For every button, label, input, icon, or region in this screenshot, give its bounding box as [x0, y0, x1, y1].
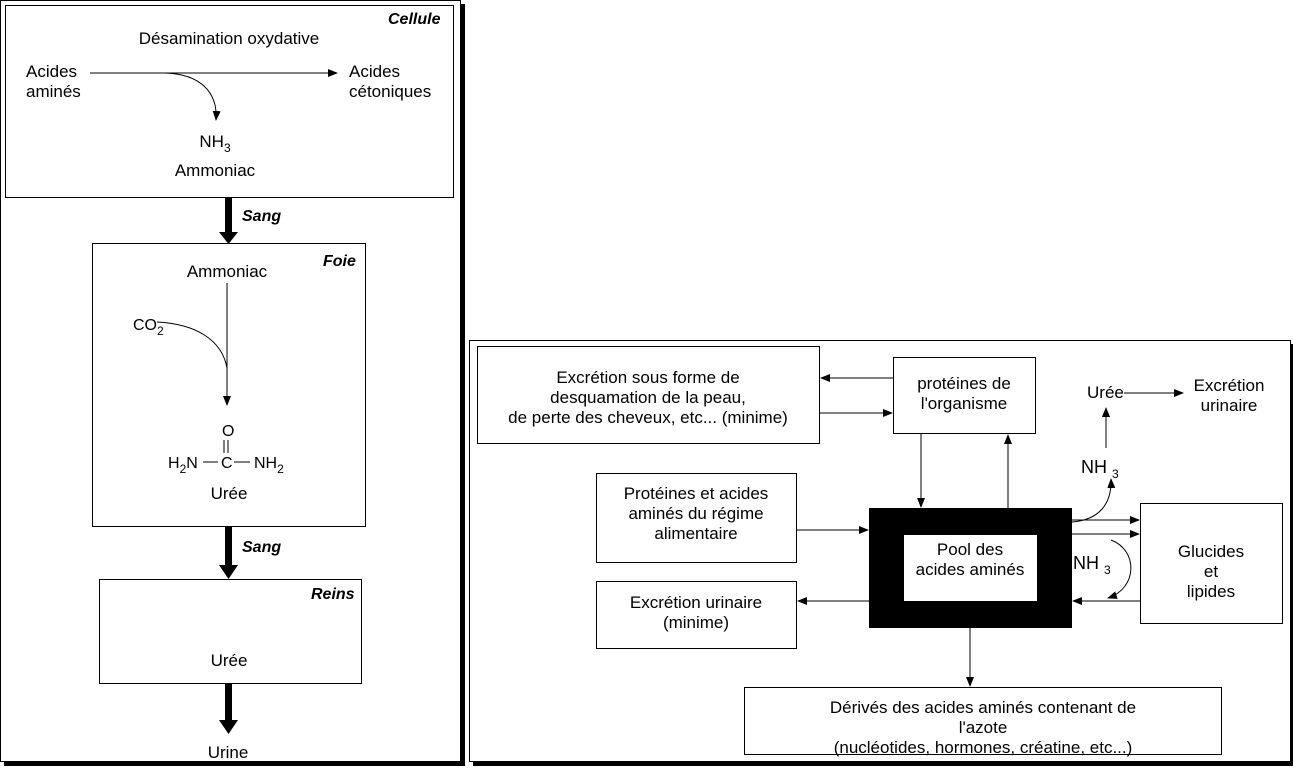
- derives-box: [744, 687, 1222, 755]
- glucides-text: Glucides et lipides: [1177, 542, 1245, 601]
- arrow-nh3-release: [164, 72, 221, 121]
- diet-box: [596, 473, 797, 563]
- pool-inner: [904, 535, 1037, 601]
- derives-text: Dérivés des acides aminés contenant de l…: [829, 698, 1137, 757]
- foie-box: [92, 243, 366, 527]
- foie-uree-label: Urée: [210, 484, 248, 503]
- arrow-nh3-loop: [1107, 539, 1132, 599]
- excretion-urinaire-label: Excrétion urinaire: [1193, 376, 1265, 415]
- uree-label: Urée: [1087, 383, 1124, 402]
- keto-acids-label: Acides cétoniques: [349, 62, 432, 101]
- co2-label: CO2: [133, 317, 164, 338]
- urine-label: Urine: [207, 743, 249, 762]
- glucides-box: [1140, 503, 1283, 624]
- urea-nh2: NH2: [254, 455, 284, 476]
- urinary-min-text: Excrétion urinaire (minime): [629, 593, 763, 632]
- excretion-skin-text: Excrétion sous forme de desquamation de …: [508, 368, 788, 427]
- nh3-lower-label: NH 3: [1073, 553, 1111, 577]
- excretion-skin-box: [477, 346, 820, 444]
- arrow-nh3-up: [1071, 478, 1116, 523]
- proteins-org-text: protéines de l'organisme: [917, 374, 1011, 413]
- thick-arrow-2-head: [219, 565, 238, 579]
- deamination-label: Désamination oxydative: [138, 29, 320, 48]
- sang-label-1: Sang: [242, 208, 282, 225]
- urea-carbon: C: [221, 455, 233, 472]
- reins-uree-label: Urée: [210, 651, 248, 670]
- cellule-label: Cellule: [388, 11, 441, 28]
- foie-ammoniac-label: Ammoniac: [186, 262, 268, 281]
- amino-acids-label: Acides aminés: [26, 62, 81, 101]
- thick-arrow-2-shaft: [225, 527, 232, 567]
- foie-label: Foie: [323, 253, 356, 270]
- nh3-label: NH3: [199, 132, 231, 155]
- ammoniac-label: Ammoniac: [174, 161, 256, 180]
- reins-label: Reins: [311, 586, 355, 603]
- pool-text: Pool des acides aminés: [915, 540, 1025, 579]
- reins-box: [99, 579, 362, 684]
- urea-oxygen: O: [222, 423, 235, 440]
- sang-label-2: Sang: [242, 539, 282, 556]
- arrow-co2-in: [156, 321, 228, 369]
- diet-text: Protéines et acides aminés du régime ali…: [623, 484, 769, 543]
- nh3-upper-label: NH 3: [1081, 457, 1119, 481]
- urea-h2n: H2N: [168, 455, 198, 476]
- urinary-min-box: [596, 581, 797, 649]
- thick-arrow-1-shaft: [225, 198, 232, 234]
- thick-arrow-3-head: [219, 720, 238, 734]
- thick-arrow-1-head: [219, 232, 238, 244]
- cellule-box: [5, 5, 454, 198]
- thick-arrow-3-shaft: [225, 684, 232, 722]
- proteins-org-box: [893, 357, 1036, 434]
